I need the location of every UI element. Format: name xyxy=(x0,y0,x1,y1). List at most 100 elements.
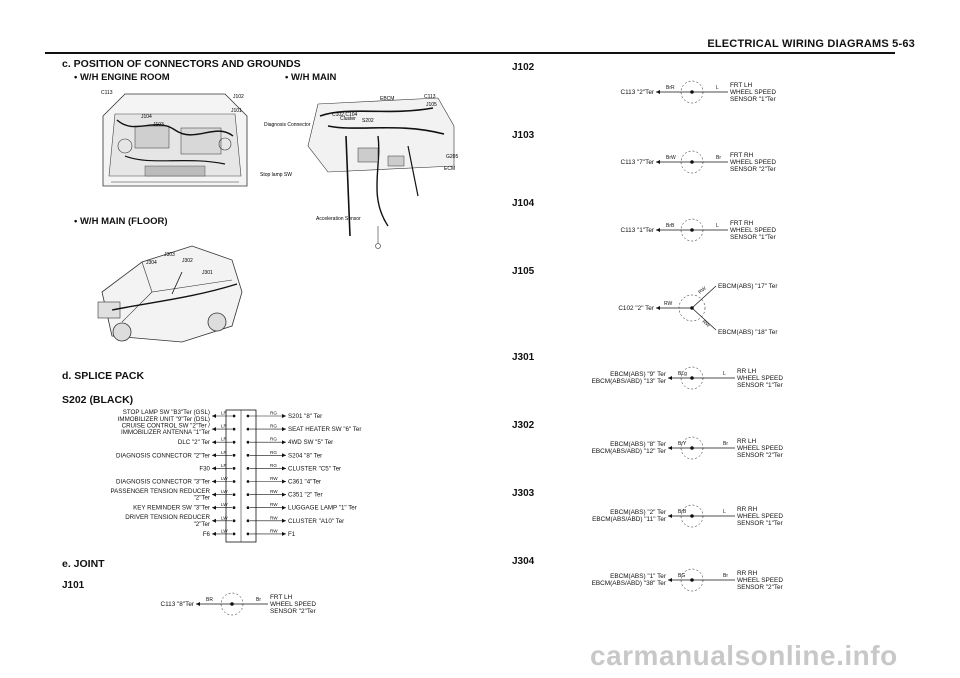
joint-node xyxy=(690,446,694,450)
joint-id-j105: J105 xyxy=(512,266,535,277)
joint-left-arrow xyxy=(196,602,200,606)
joint-left-arrow xyxy=(656,90,660,94)
splice-left-arrow xyxy=(212,453,216,458)
joint-wire-right-color: L xyxy=(716,223,719,229)
splice-right-label: 4WD SW "5" Ter xyxy=(288,439,333,446)
callout-c102-c104: C102,C104 xyxy=(332,112,358,118)
splice-right-label: F1 xyxy=(288,531,296,538)
j105-right-label-2: EBCM(ABS) "18" Ter xyxy=(718,329,778,336)
splice-right-label: S204 "8" Ter xyxy=(288,452,322,459)
callout-stop-lamp-sw: Stop lamp SW xyxy=(260,172,292,178)
splice-right-wire-color: RG xyxy=(270,437,277,442)
splice-left-wire-color: LW xyxy=(221,528,228,533)
joint-wire-left-color: BrR xyxy=(666,85,675,91)
splice-right-node xyxy=(246,519,250,523)
joint-left-arrow xyxy=(668,514,672,518)
callout-s202: S202 xyxy=(362,118,374,124)
joint-circle xyxy=(680,436,704,460)
callout-j302: J302 xyxy=(182,258,193,264)
joint-node xyxy=(690,514,694,518)
splice-left-node xyxy=(232,493,236,496)
splice-left-node xyxy=(232,453,236,457)
engine-room-label: • W/H ENGINE ROOM xyxy=(74,72,170,83)
splice-left-label: DIAGNOSIS CONNECTOR "2"Ter xyxy=(116,452,210,459)
splice-left-label: DIAGNOSIS CONNECTOR "3"Ter xyxy=(116,479,210,486)
splice-right-wire-color: RG xyxy=(270,463,277,468)
splice-right-label: C351 "2" Ter xyxy=(288,492,323,499)
splice-right-arrow xyxy=(282,453,286,458)
splice-left-wire-color: LW xyxy=(221,476,228,481)
splice-right-arrow xyxy=(282,479,286,484)
callout-j104: J104 xyxy=(141,114,152,120)
joint-node xyxy=(230,602,234,606)
splice-right-wire-color: RW xyxy=(270,502,278,507)
callout-j102: J102 xyxy=(233,94,244,100)
splice-left-arrow xyxy=(212,414,216,418)
splice-left-label: F30 xyxy=(199,465,210,472)
wh-main-floor-label-text: W/H MAIN (FLOOR) xyxy=(79,216,168,227)
joint-id-j304: J304 xyxy=(512,556,535,567)
callout-g205: G205 xyxy=(446,154,458,160)
splice-right-node xyxy=(246,453,250,457)
j105-arrow-in xyxy=(656,306,660,310)
splice-right-label: CLUSTER "C5" Ter xyxy=(288,465,341,472)
splice-left-arrow xyxy=(212,466,216,471)
engine-room-illustration: C113 J104 J103 J102 J101 xyxy=(101,90,248,187)
splice-right-wire-color: RW xyxy=(270,515,278,520)
splice-right-label: CLUSTER "A10" Ter xyxy=(288,518,344,525)
splice-right-wire-color: RW xyxy=(270,476,278,481)
joint-wire-left-color: BrY xyxy=(678,441,687,447)
splice-right-node xyxy=(246,532,250,536)
vehicle-floor-illustration: J303 J304 J302 J301 xyxy=(97,245,243,343)
wh-main-floor-label: • W/H MAIN (FLOOR) xyxy=(74,216,168,227)
splice-left-arrow xyxy=(212,518,216,523)
callout-ebcm: EBCM xyxy=(380,96,394,102)
section-c-title: c. POSITION OF CONNECTORS AND GROUNDS xyxy=(62,58,301,70)
callout-diagnosis-connector: Diagnosis Connector xyxy=(264,122,311,128)
j105-wire-down xyxy=(691,307,717,331)
splice-right-node xyxy=(246,440,250,444)
splice-right-wire-color: RW xyxy=(270,489,278,494)
splice-right-wire-color: RG xyxy=(270,424,277,429)
splice-left-arrow xyxy=(212,427,216,432)
wh-main-illustration: C102,C104 EBCM C113 J105 Diagnosis Conne… xyxy=(260,94,458,249)
splice-left-label: DLC "2" Ter xyxy=(178,439,210,446)
joint-wire-right-color: L xyxy=(716,85,719,91)
joint-wire-left-color: BR xyxy=(206,597,213,603)
splice-right-label: LUGGAGE LAMP "1" Ter xyxy=(288,505,357,512)
header-rule xyxy=(45,52,895,54)
joint-circle xyxy=(680,568,704,592)
j105-wire-down-color: RW xyxy=(701,319,711,329)
callout-c113: C113 xyxy=(101,90,113,96)
joint-node xyxy=(690,90,694,94)
splice-left-node xyxy=(232,467,236,470)
splice-left-node xyxy=(232,440,236,444)
joint-node xyxy=(690,376,694,380)
splice-left-wire-color: LR xyxy=(221,424,228,429)
splice-right-node xyxy=(246,427,250,431)
joint-id-j104: J104 xyxy=(512,198,535,209)
joint-node xyxy=(690,160,694,164)
callout-acceleration-sensor: Acceleration Sensor xyxy=(316,216,361,222)
joint-id-j303: J303 xyxy=(512,488,535,499)
splice-right-arrow xyxy=(282,492,286,497)
joint-wire-right-color: L xyxy=(723,371,726,377)
joint-id-j101: J101 xyxy=(62,580,85,591)
joint-circle xyxy=(220,592,244,616)
splice-right-wire-color: RG xyxy=(270,450,277,455)
splice-left-wire-color: LR xyxy=(221,437,228,442)
splice-right-label: S201 "8" Ter xyxy=(288,413,322,420)
j105-node xyxy=(690,306,694,310)
splice-right-arrow xyxy=(282,414,286,418)
splice-left-wire-color: LW xyxy=(221,502,228,507)
joint-left-arrow xyxy=(668,446,672,450)
joint-wire-right-color: Br xyxy=(723,573,728,579)
callout-j301: J301 xyxy=(202,270,213,276)
joint-wire-right-color: L xyxy=(723,509,726,515)
splice-right-node xyxy=(246,493,250,496)
